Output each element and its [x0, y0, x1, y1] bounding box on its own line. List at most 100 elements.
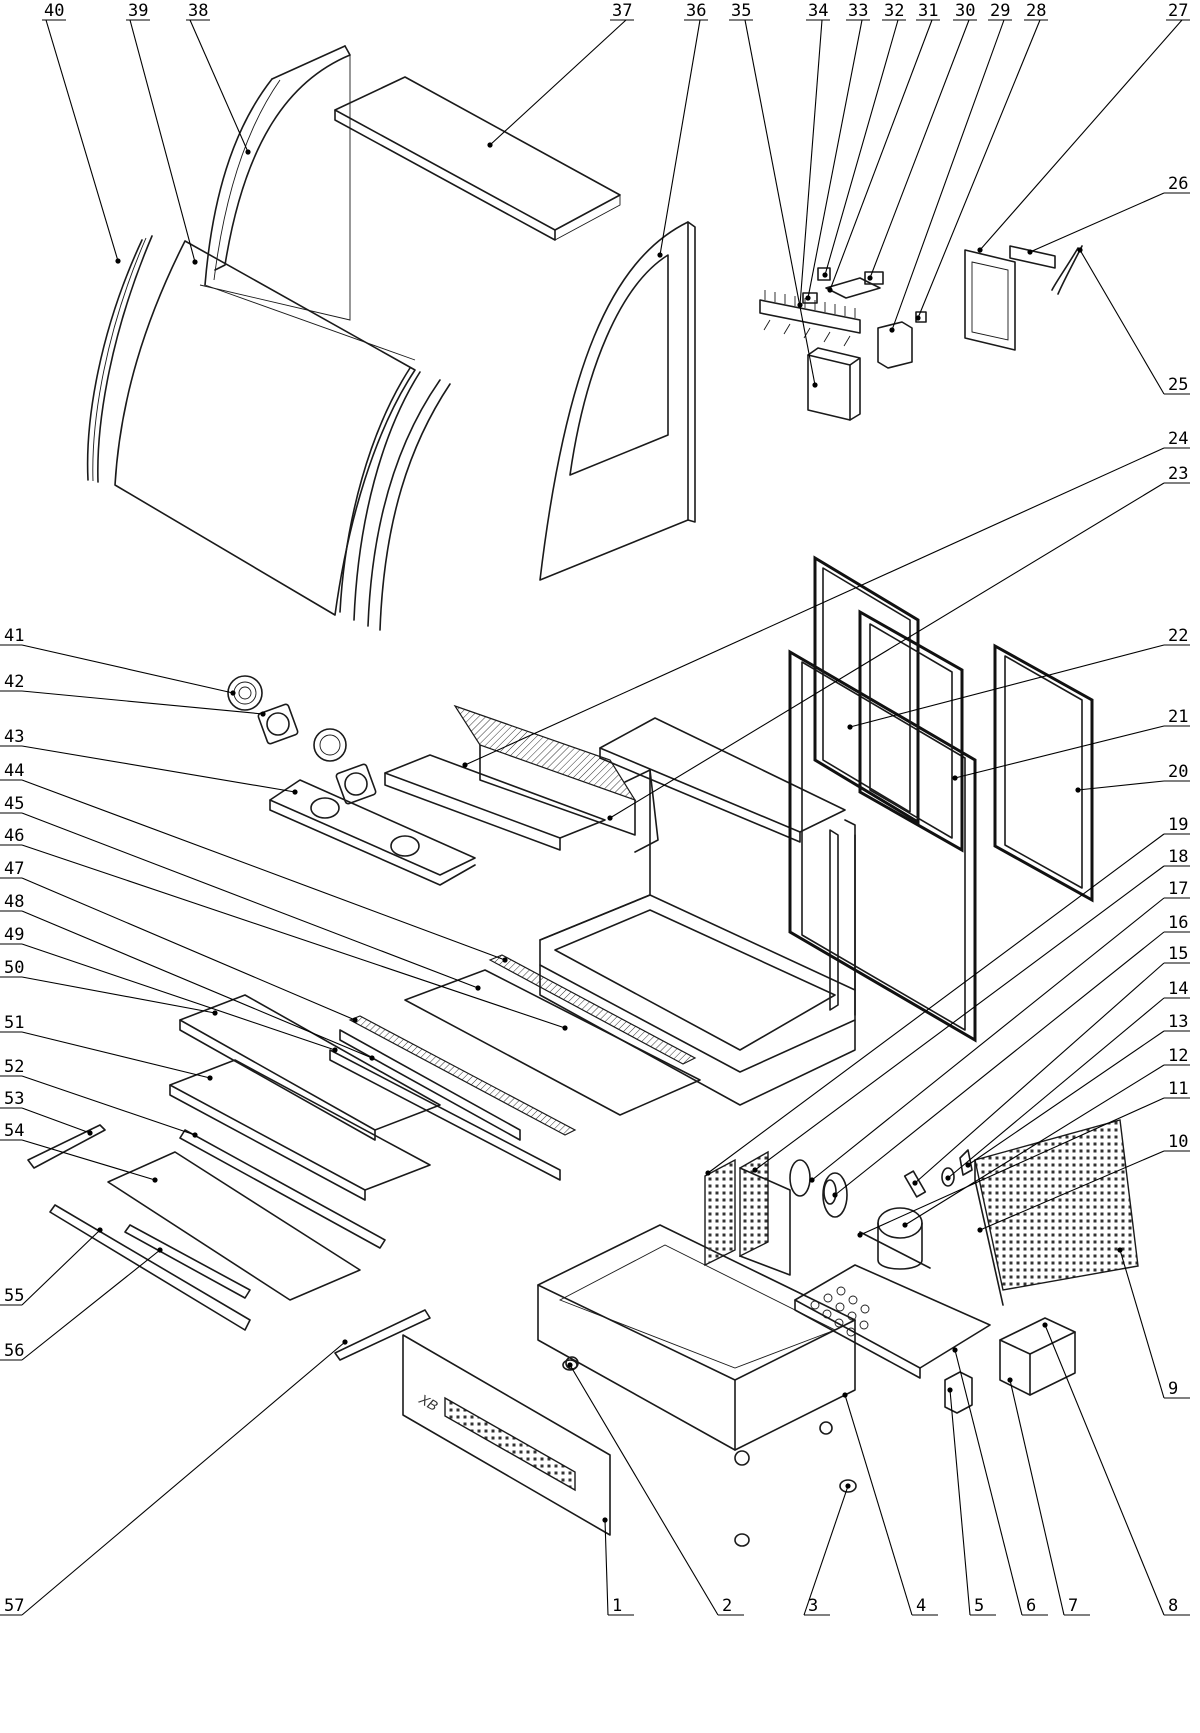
leader-line-17	[811, 897, 1165, 1181]
leader-dot-44	[502, 957, 508, 963]
leader-dot-12	[902, 1222, 908, 1228]
leader-line-50	[21, 976, 216, 1014]
callout-number-2: 2	[722, 1596, 732, 1616]
part-1-front-grille-panel: XB	[402, 1334, 611, 1536]
leader-dot-57	[342, 1339, 348, 1345]
leader-dot-8	[1042, 1322, 1048, 1328]
callout-number-54: 54	[4, 1121, 24, 1141]
leader-dot-46	[562, 1025, 568, 1031]
part-4-base-frame	[537, 1224, 856, 1466]
leader-dot-20	[1075, 787, 1081, 793]
callout-number-18: 18	[1168, 847, 1188, 867]
part-37-top-glass	[334, 76, 621, 231]
leader-line-48	[21, 910, 373, 1059]
callout-number-5: 5	[974, 1596, 984, 1616]
leader-line-12	[904, 1064, 1165, 1226]
leader-line-2	[569, 1364, 719, 1616]
leader-line-14	[947, 997, 1165, 1179]
callout-number-37: 37	[612, 1, 632, 21]
callout-number-46: 46	[4, 826, 24, 846]
leader-line-38	[189, 19, 249, 153]
leader-dot-30	[867, 275, 873, 281]
leader-dot-16	[832, 1192, 838, 1198]
part-50-shelf	[179, 994, 441, 1131]
callout-number-55: 55	[4, 1286, 24, 1306]
callout-number-22: 22	[1168, 626, 1188, 646]
leader-dot-45	[475, 985, 481, 991]
leader-line-23	[609, 482, 1165, 819]
callout-number-23: 23	[1168, 464, 1188, 484]
leader-dot-53	[87, 1130, 93, 1136]
leader-line-33	[807, 19, 863, 299]
part-24-evaporator-coil	[453, 704, 637, 802]
leader-dot-14	[945, 1175, 951, 1181]
callout-number-40: 40	[44, 1, 64, 21]
part-6-base-plate	[794, 1264, 991, 1369]
callout-number-52: 52	[4, 1057, 24, 1077]
leader-line-26	[1029, 192, 1165, 253]
leader-line-45	[21, 812, 479, 989]
part-21-door-frame	[788, 649, 977, 1043]
leader-dot-31	[827, 287, 833, 293]
callout-number-49: 49	[4, 925, 24, 945]
callout-number-10: 10	[1168, 1132, 1188, 1152]
callout-number-25: 25	[1168, 375, 1188, 395]
callout-number-51: 51	[4, 1013, 24, 1033]
callout-number-11: 11	[1168, 1079, 1188, 1099]
part-51-shelf	[169, 1059, 431, 1191]
leader-dot-47	[352, 1017, 358, 1023]
leader-dot-33	[805, 295, 811, 301]
leader-line-39	[129, 19, 196, 263]
callout-number-57: 57	[4, 1596, 24, 1616]
brand-mark: XB	[416, 1390, 441, 1414]
leader-dot-54	[152, 1177, 158, 1183]
leader-line-57	[21, 1341, 346, 1616]
leader-dot-40	[115, 258, 121, 264]
leader-dot-22	[847, 724, 853, 730]
callout-number-30: 30	[955, 1, 975, 21]
callout-number-26: 26	[1168, 174, 1188, 194]
callout-number-48: 48	[4, 892, 24, 912]
leader-line-37	[489, 19, 627, 146]
leader-line-21	[954, 725, 1165, 779]
leader-line-53	[21, 1107, 91, 1134]
leader-dot-4	[842, 1392, 848, 1398]
leader-line-25	[1079, 249, 1165, 395]
leader-line-22	[849, 644, 1165, 728]
callout-number-1: 1	[612, 1596, 622, 1616]
callout-number-4: 4	[916, 1596, 926, 1616]
callout-number-47: 47	[4, 859, 24, 879]
leader-line-27	[979, 19, 1183, 251]
callout-number-32: 32	[884, 1, 904, 21]
part-5-relay	[944, 1371, 973, 1414]
leader-line-19	[707, 833, 1165, 1174]
leader-line-56	[21, 1249, 161, 1361]
callout-number-8: 8	[1168, 1596, 1178, 1616]
leader-dot-56	[157, 1247, 163, 1253]
leader-line-49	[21, 943, 336, 1051]
leader-dot-37	[487, 142, 493, 148]
leader-line-41	[21, 644, 234, 694]
leader-dot-28	[915, 315, 921, 321]
leader-lines	[0, 19, 1190, 1616]
leader-dot-18	[752, 1167, 758, 1173]
leader-line-54	[21, 1139, 156, 1181]
leader-line-31	[829, 19, 933, 291]
leader-dot-32	[822, 272, 828, 278]
callout-number-20: 20	[1168, 762, 1188, 782]
callout-number-9: 9	[1168, 1379, 1178, 1399]
leader-dot-49	[332, 1047, 338, 1053]
leader-line-36	[659, 19, 701, 256]
leader-line-43	[21, 745, 296, 793]
leader-line-7	[1009, 1379, 1065, 1616]
leader-line-8	[1044, 1324, 1165, 1616]
leader-line-3	[803, 1485, 849, 1616]
leader-dot-43	[292, 789, 298, 795]
callout-number-12: 12	[1168, 1046, 1188, 1066]
part-9-back-panel	[974, 1119, 1139, 1291]
leader-line-16	[834, 931, 1165, 1196]
leader-line-1	[604, 1519, 609, 1616]
leader-dot-51	[207, 1075, 213, 1081]
part-38-curved-frame	[204, 78, 273, 286]
leader-line-5	[949, 1389, 971, 1616]
